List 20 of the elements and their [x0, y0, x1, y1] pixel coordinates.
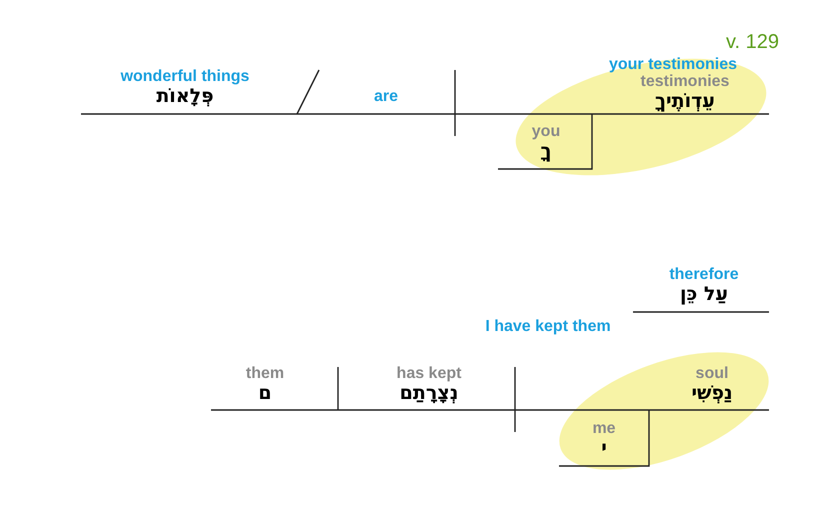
hebrew-word: י	[601, 437, 607, 459]
clause-gloss: your testimonies	[608, 56, 738, 73]
hebrew-word: עֵדְוֹתֶיךָ	[655, 90, 715, 112]
english-gloss: wonderful things	[120, 68, 250, 85]
hebrew-word: נְצָרָתַם	[400, 382, 458, 404]
english-gloss: them	[246, 365, 284, 382]
hebrew-word: ךָ	[540, 140, 552, 162]
english-gloss: are	[374, 88, 398, 105]
verse-number: v. 129	[726, 31, 779, 53]
hebrew-word: נַפְשִׁי	[691, 382, 733, 404]
hebrew-word: עַל כֵּן	[680, 283, 728, 305]
english-gloss: me	[592, 420, 616, 437]
english-gloss: soul	[696, 365, 728, 382]
clause-gloss: I have kept them	[485, 318, 611, 336]
hebrew-word: ם	[258, 382, 272, 404]
hebrew-word: פְּלָאוֹת	[156, 85, 214, 107]
english-gloss: testimonies	[640, 73, 730, 90]
english-gloss: therefore	[669, 266, 739, 283]
english-gloss: you	[532, 123, 560, 140]
english-gloss: has kept	[396, 365, 462, 382]
